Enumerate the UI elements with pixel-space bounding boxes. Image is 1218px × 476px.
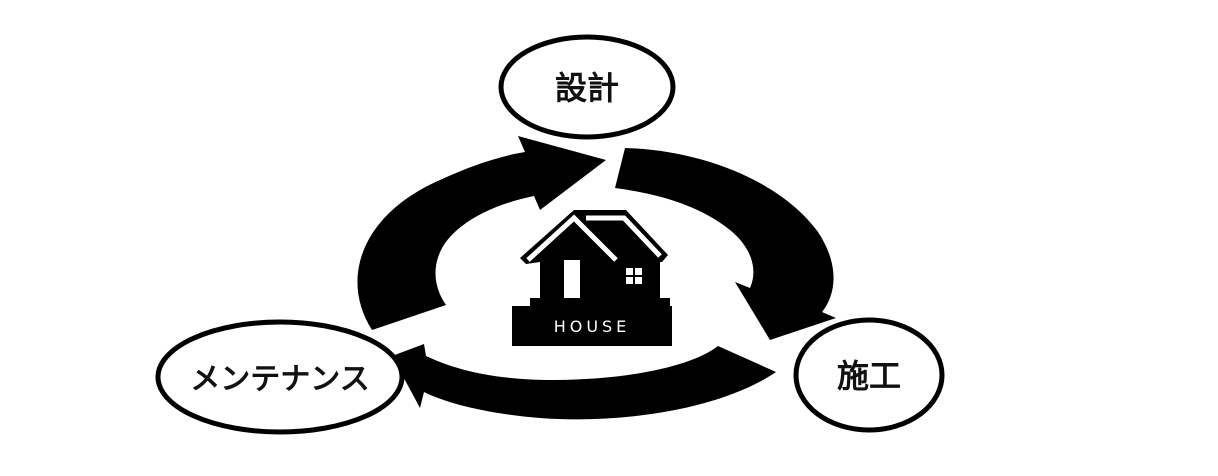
node-construction-label: 施工 <box>837 357 901 395</box>
node-maintenance-label: メンテナンス <box>190 362 369 397</box>
node-design: 設計 <box>498 34 676 140</box>
cycle-arrow-design-to-construction <box>615 148 836 340</box>
window <box>626 268 642 284</box>
node-construction: 施工 <box>793 317 945 433</box>
node-maintenance: メンテナンス <box>155 319 405 435</box>
house-label: HOUSE <box>554 317 631 336</box>
node-design-label: 設計 <box>555 69 619 107</box>
door <box>564 260 580 300</box>
cycle-arrow-construction-to-maintenance <box>392 344 776 420</box>
house-icon <box>512 210 672 346</box>
cycle-arrow-maintenance-to-design <box>357 136 606 330</box>
house-label-plate <box>512 306 672 346</box>
